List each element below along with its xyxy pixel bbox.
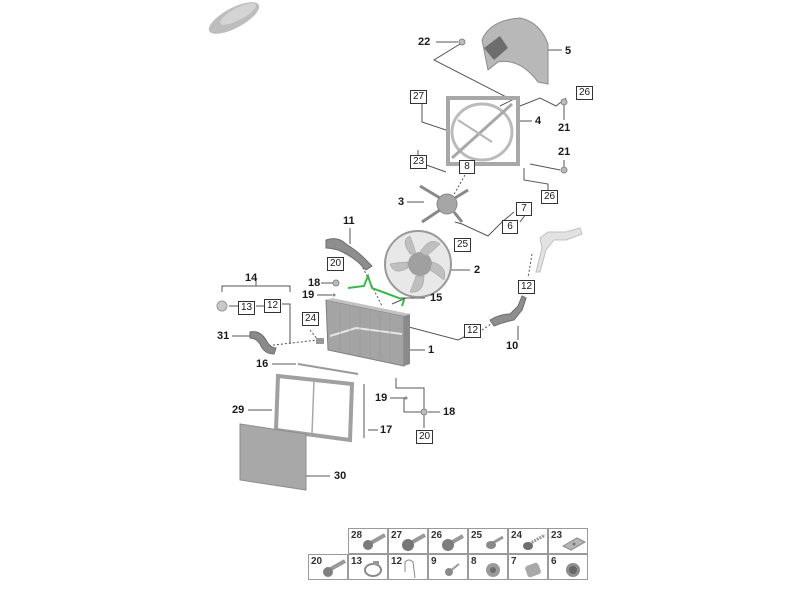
legend-num: 24	[511, 530, 523, 541]
bolt-flange-icon	[402, 533, 426, 551]
ref-box-24[interactable]: 24	[302, 312, 320, 326]
clip-nut-icon	[561, 537, 587, 551]
callout-5[interactable]: 5	[565, 45, 572, 57]
legend-num: 6	[551, 556, 557, 567]
legend-cell[interactable]: 24	[508, 528, 548, 554]
legend-cell[interactable]: 13	[348, 554, 388, 580]
ref-box-7[interactable]: 7	[516, 202, 532, 216]
legend-num: 13	[351, 556, 363, 567]
legend-cell[interactable]: 9	[428, 554, 468, 580]
ref-box-13[interactable]: 13	[238, 301, 256, 315]
legend-num: 27	[391, 530, 403, 541]
part-3-motor-bracket[interactable]	[419, 184, 469, 224]
ref-box-27[interactable]: 27	[410, 90, 428, 104]
part-21-nut-b[interactable]	[560, 166, 568, 174]
legend-num: 26	[431, 530, 443, 541]
legend-cell[interactable]: 27	[388, 528, 428, 554]
grommet-icon	[486, 563, 500, 577]
callout-18b[interactable]: 18	[443, 406, 456, 418]
callout-2[interactable]: 2	[474, 264, 481, 276]
part-4-fan-frame[interactable]	[446, 96, 520, 166]
legend-cell[interactable]: 26	[428, 528, 468, 554]
callout-22[interactable]: 22	[418, 36, 431, 48]
legend-cell[interactable]: 20	[308, 554, 348, 580]
callout-19b[interactable]: 19	[375, 392, 388, 404]
bushing-icon	[566, 563, 580, 577]
callout-11[interactable]: 11	[343, 215, 355, 227]
bolt-icon	[323, 559, 346, 577]
callout-15[interactable]: 15	[430, 292, 443, 304]
callout-10[interactable]: 10	[506, 340, 519, 352]
legend-num: 7	[511, 556, 517, 567]
callout-3[interactable]: 3	[398, 196, 405, 208]
callout-30[interactable]: 30	[334, 470, 347, 482]
part-11-hose[interactable]	[325, 238, 373, 271]
callout-16[interactable]: 16	[256, 358, 269, 370]
bolt-flange-icon	[442, 534, 464, 551]
ref-box-12a[interactable]: 12	[518, 280, 536, 294]
callout-1[interactable]: 1	[428, 344, 435, 356]
pin-icon	[445, 563, 460, 576]
callout-31[interactable]: 31	[217, 330, 230, 342]
part-19-pin-b[interactable]	[404, 396, 408, 400]
callout-21b[interactable]: 21	[558, 146, 571, 158]
screw-washer-icon	[523, 533, 546, 550]
ref-box-12b[interactable]: 12	[264, 299, 282, 313]
part-2-fan[interactable]	[384, 230, 452, 298]
part-22-nut[interactable]	[458, 38, 466, 46]
part-29-frame[interactable]	[273, 373, 355, 443]
hose-clamp-icon	[364, 561, 382, 577]
legend-cell[interactable]: 7	[508, 554, 548, 580]
part-19-pin[interactable]	[332, 293, 336, 297]
wire-clip-icon	[404, 559, 416, 578]
legend-cell[interactable]: 28	[348, 528, 388, 554]
ref-box-12c[interactable]: 12	[464, 324, 482, 338]
legend-num: 12	[391, 556, 403, 567]
callout-18a[interactable]: 18	[308, 277, 321, 289]
part-10-hose[interactable]	[489, 295, 527, 327]
legend-num: 28	[351, 530, 363, 541]
callout-14[interactable]: 14	[245, 272, 258, 284]
sleeve-icon	[525, 562, 541, 578]
callout-4[interactable]: 4	[535, 115, 542, 127]
part-30-mesh[interactable]	[239, 423, 307, 491]
legend-cell[interactable]: 6	[548, 554, 588, 580]
callout-19a[interactable]: 19	[302, 289, 315, 301]
vehicle-silhouette-icon[interactable]	[205, 0, 264, 40]
bolt-flange-icon	[363, 533, 386, 550]
legend-num: 25	[471, 530, 483, 541]
callout-21a[interactable]: 21	[558, 122, 571, 134]
legend-cell[interactable]: 23	[548, 528, 588, 554]
ref-box-6[interactable]: 6	[502, 220, 518, 234]
ref-box-26b[interactable]: 26	[541, 190, 559, 204]
part-5-shroud[interactable]	[481, 17, 549, 85]
legend-num: 23	[551, 530, 563, 541]
coolant-pipe[interactable]	[535, 227, 583, 273]
legend-cell[interactable]: 12	[388, 554, 428, 580]
part-14-cap[interactable]	[216, 300, 228, 312]
ref-box-26a[interactable]: 26	[576, 86, 594, 100]
legend-cell[interactable]: 25	[468, 528, 508, 554]
part-1-radiator[interactable]	[316, 298, 410, 367]
part-31-hose[interactable]	[249, 331, 277, 355]
legend-cell[interactable]: 8	[468, 554, 508, 580]
ref-box-25[interactable]: 25	[454, 238, 472, 252]
callout-17[interactable]: 17	[380, 424, 393, 436]
part-18-grommet[interactable]	[332, 279, 340, 287]
part-15-bracket[interactable]	[347, 273, 406, 307]
legend-num: 8	[471, 556, 477, 567]
legend-num: 9	[431, 556, 437, 567]
part-21-nut-a[interactable]	[560, 98, 568, 106]
legend-num: 20	[311, 556, 323, 567]
part-18-grommet-b[interactable]	[420, 408, 428, 416]
screw-icon	[486, 535, 504, 549]
part-16-strip[interactable]	[297, 363, 359, 375]
ref-box-20a[interactable]: 20	[327, 257, 345, 271]
ref-box-20b[interactable]: 20	[416, 430, 434, 444]
ref-box-8[interactable]: 8	[459, 160, 475, 174]
callout-29[interactable]: 29	[232, 404, 245, 416]
ref-box-23[interactable]: 23	[410, 155, 428, 169]
